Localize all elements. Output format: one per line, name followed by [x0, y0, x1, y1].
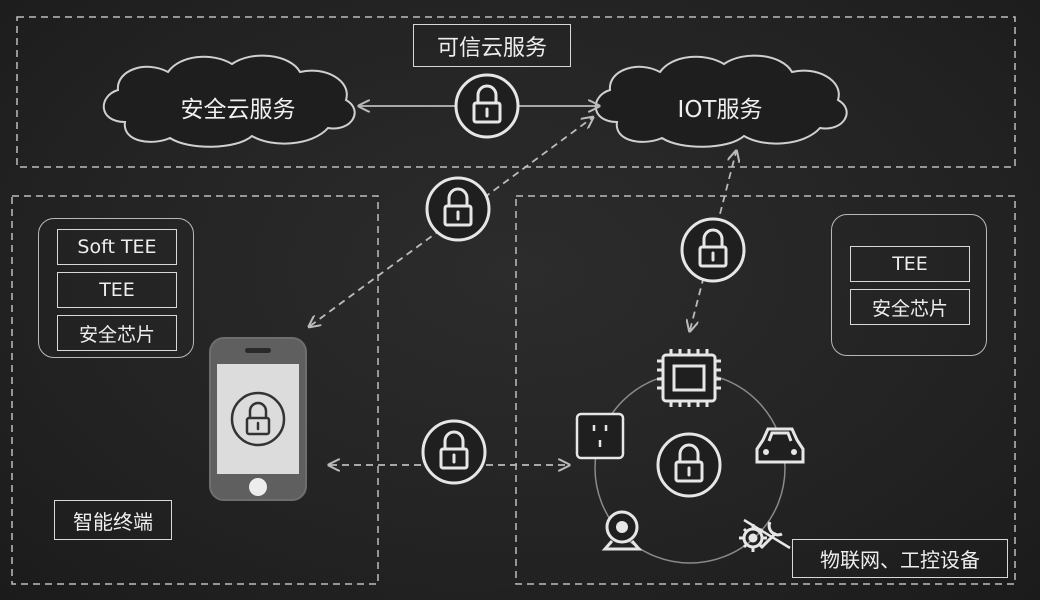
terminal-stack-soft-tee: Soft TEE — [57, 229, 177, 265]
iot-service-label: IOT服务 — [677, 97, 763, 123]
lock-icon — [454, 73, 520, 139]
iot-stack-tee: TEE — [850, 246, 970, 282]
lock-icon — [425, 176, 491, 242]
secure-cloud-label: 安全云服务 — [180, 97, 296, 123]
car-icon — [755, 427, 805, 464]
smartphone-icon — [209, 337, 307, 501]
tools-icon — [739, 518, 791, 552]
terminal-region — [11, 195, 379, 585]
lock-icon — [656, 432, 722, 498]
camera-icon — [601, 510, 643, 551]
iot-security-panel — [831, 214, 987, 356]
iot-stack-secure-chip: 安全芯片 — [850, 289, 970, 325]
phone-cloud-link — [310, 118, 592, 326]
trusted-cloud-title: 可信云服务 — [413, 24, 571, 67]
lock-icon — [680, 217, 746, 283]
terminal-stack-tee: TEE — [57, 272, 177, 308]
iot-devices-label: 物联网、工控设备 — [792, 539, 1008, 578]
terminal-stack-secure-chip: 安全芯片 — [57, 315, 177, 351]
iot-cloud-shape — [594, 54, 848, 148]
terminal-security-panel — [38, 218, 194, 358]
lock-icon — [421, 419, 487, 485]
chip-icon — [657, 349, 721, 407]
secure-cloud-shape — [102, 54, 356, 148]
smart-terminal-label: 智能终端 — [54, 500, 172, 540]
power-socket-icon — [575, 412, 625, 460]
iot-cloud-link — [690, 152, 736, 330]
